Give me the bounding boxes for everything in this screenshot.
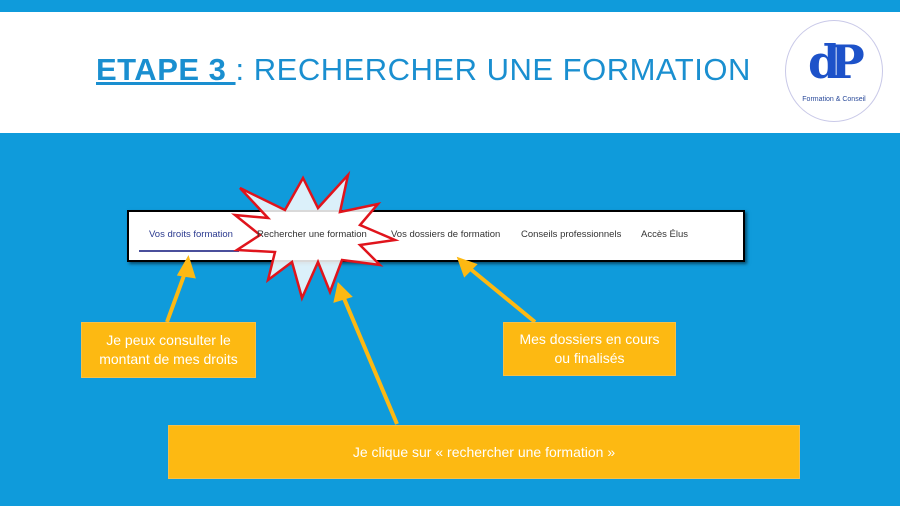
tab-rechercher[interactable]: Rechercher une formation	[257, 229, 367, 240]
arrow-recherche	[341, 295, 399, 425]
logo-caption: Formation & Conseil	[802, 96, 866, 103]
tab-conseils[interactable]: Conseils professionnels	[521, 229, 622, 240]
tab-vos-droits[interactable]: Vos droits formation	[149, 229, 233, 240]
callout-dossiers: Mes dossiers en cours ou finalisés	[503, 322, 676, 376]
callout-droits: Je peux consulter le montant de mes droi…	[81, 322, 256, 378]
active-tab-indicator	[139, 250, 239, 252]
tab-acces-elus[interactable]: Accès Élus	[641, 229, 688, 240]
arrow-head	[456, 256, 478, 278]
slide-header	[0, 12, 900, 133]
arrow-head	[176, 255, 196, 279]
arrow-head	[333, 281, 353, 303]
company-logo: dP Formation & Conseil	[785, 20, 883, 122]
starburst-highlight	[230, 170, 400, 302]
arrow-dossiers	[466, 265, 537, 324]
title-step: ETAPE 3	[96, 52, 236, 87]
arrow-droits	[165, 269, 188, 323]
title-text: : RECHERCHER UNE FORMATION	[235, 52, 751, 87]
tab-bar: Vos droits formation Rechercher une form…	[127, 210, 745, 262]
slide-title: ETAPE 3 : RECHERCHER UNE FORMATION	[96, 52, 751, 88]
callout-recherche: Je clique sur « rechercher une formation…	[168, 425, 800, 479]
tab-dossiers[interactable]: Vos dossiers de formation	[391, 229, 501, 240]
